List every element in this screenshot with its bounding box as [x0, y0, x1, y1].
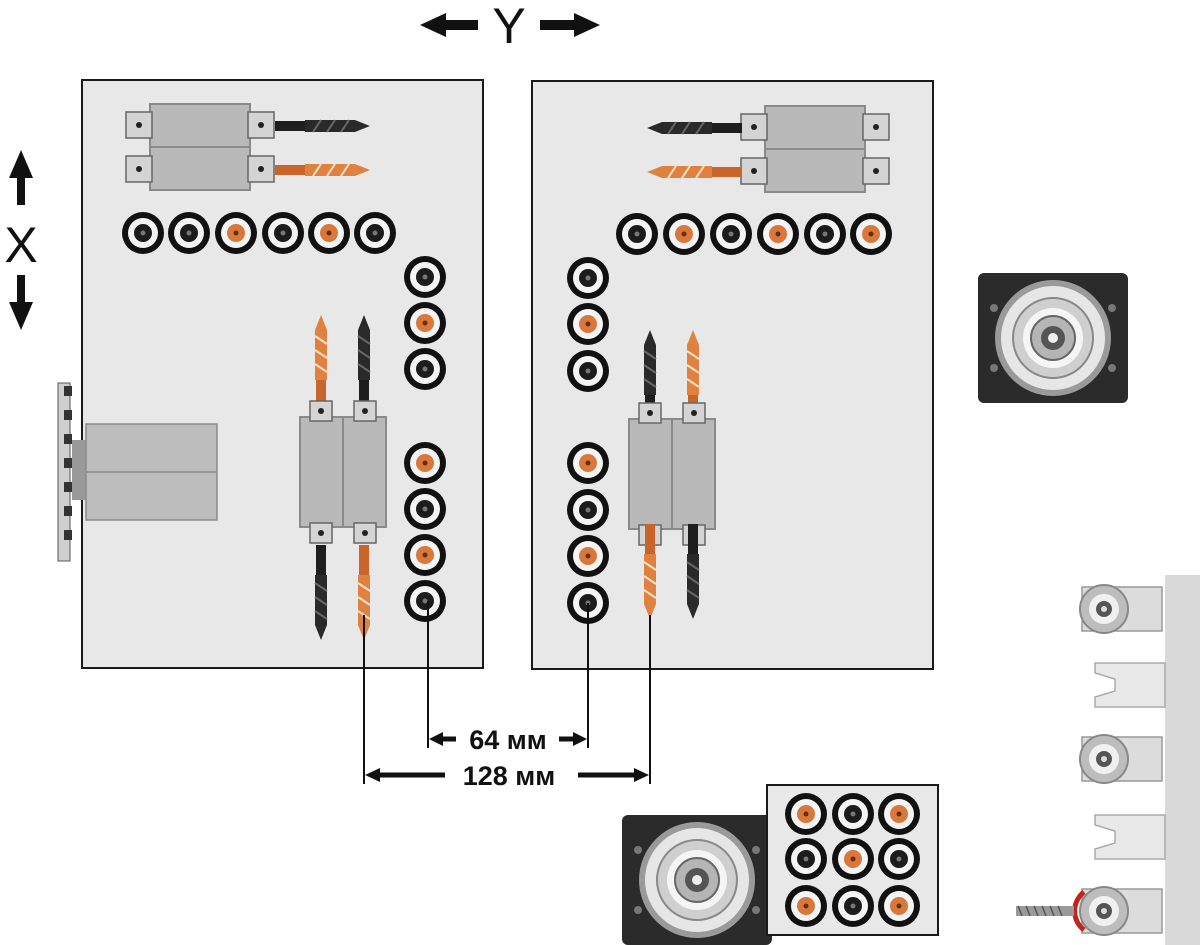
right-drilling-panel [531, 80, 934, 670]
tool-changer-rack [1016, 575, 1200, 945]
left-drilling-panel [57, 79, 484, 669]
router-spindle-motor-bottom [621, 814, 773, 945]
router-spindle-motor-right [977, 272, 1129, 404]
x-axis-arrow-icon [9, 150, 33, 330]
spindle-grid-panel [766, 784, 939, 936]
y-axis-arrow-icon [420, 13, 600, 37]
collet-icon [1079, 584, 1163, 634]
x-axis-label: X [4, 217, 37, 273]
dimension-lines: 64 мм 128 мм [363, 601, 651, 791]
y-axis-indicator: Y [420, 0, 600, 54]
x-axis-indicator: X [4, 150, 38, 330]
side-gear-rack [57, 382, 218, 562]
dimension-64mm-label: 64 мм [469, 725, 546, 755]
dimension-128mm-label: 128 мм [463, 761, 556, 791]
spindle-head-icon [122, 212, 164, 254]
y-axis-label: Y [492, 0, 525, 54]
